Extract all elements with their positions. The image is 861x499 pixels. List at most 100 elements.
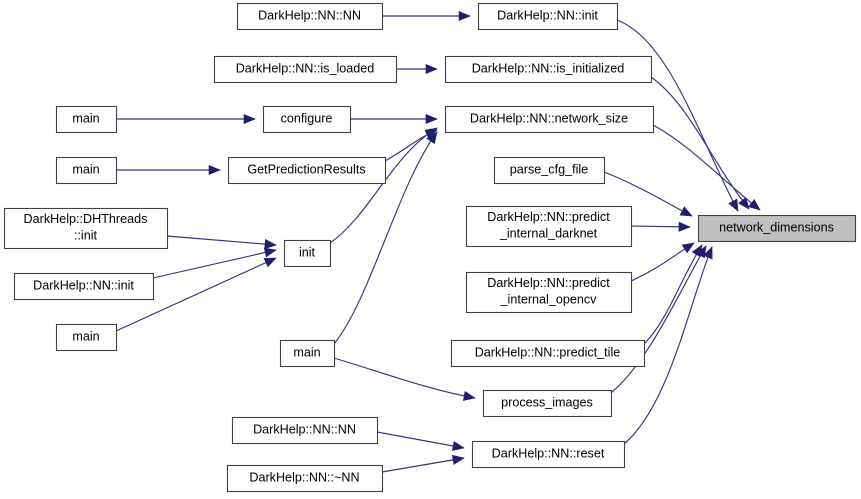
node-box[interactable] xyxy=(444,55,653,84)
node-box-focus[interactable] xyxy=(697,214,857,243)
arrowhead-icon xyxy=(458,10,471,22)
graph-node-n2[interactable]: DarkHelp::NN::is_loaded xyxy=(213,55,398,84)
edge-line xyxy=(381,457,465,473)
node-label: DarkHelp::NN::NN xyxy=(258,8,361,22)
graph-node-n20[interactable]: DarkHelp::NN::NN xyxy=(231,416,379,445)
graph-node-n10[interactable]: DarkHelp::DHThreads::init xyxy=(3,207,169,250)
graph-node-n17[interactable]: main xyxy=(279,339,336,368)
node-box[interactable] xyxy=(227,156,387,185)
node-label: main xyxy=(293,345,320,359)
node-box[interactable] xyxy=(444,105,655,134)
node-label: parse_cfg_file xyxy=(510,162,588,176)
node-box[interactable] xyxy=(471,440,626,469)
edge-n5-to-n6 xyxy=(350,113,438,125)
node-box[interactable] xyxy=(279,339,336,368)
node-label: DarkHelp::NN::is_initialized xyxy=(472,61,625,75)
arrowhead-icon xyxy=(452,454,465,465)
edge-n15-to-n13 xyxy=(630,242,695,282)
edge-n6-to-n13 xyxy=(652,124,761,211)
arrowhead-icon xyxy=(678,221,691,232)
graph-node-n8[interactable]: GetPredictionResults xyxy=(227,156,387,185)
graph-node-n16[interactable]: main xyxy=(55,323,118,352)
edge-n10-to-n11 xyxy=(166,235,277,250)
node-label: DarkHelp::NN::predict_tile xyxy=(475,345,621,359)
edge-line xyxy=(166,235,277,246)
node-box[interactable] xyxy=(13,272,155,301)
node-box[interactable] xyxy=(283,239,332,268)
edge-line xyxy=(650,76,750,210)
edge-n1-to-n13 xyxy=(616,19,739,212)
node-box[interactable] xyxy=(262,105,352,134)
node-label: ::init xyxy=(74,229,98,243)
node-label: DarkHelp::NN::~NN xyxy=(249,470,359,484)
node-label: network_dimensions xyxy=(719,220,834,234)
graph-node-n6[interactable]: DarkHelp::NN::network_size xyxy=(444,105,655,134)
edge-line xyxy=(623,246,713,445)
arrowhead-icon xyxy=(679,206,693,217)
arrowhead-icon xyxy=(738,196,750,210)
node-box[interactable] xyxy=(450,339,646,368)
graph-node-n22[interactable]: DarkHelp::NN::~NN xyxy=(226,464,384,493)
edge-n3-to-n13 xyxy=(650,76,750,210)
node-box[interactable] xyxy=(55,323,118,352)
node-label: DarkHelp::NN::init xyxy=(497,8,598,22)
graph-node-n19[interactable]: process_images xyxy=(482,389,613,418)
node-box[interactable] xyxy=(236,2,384,31)
graph-node-n5[interactable]: configure xyxy=(262,105,352,134)
graph-node-n18[interactable]: DarkHelp::NN::predict_tile xyxy=(450,339,646,368)
arrowhead-icon xyxy=(425,63,438,75)
node-box[interactable] xyxy=(231,416,379,445)
graph-node-n12[interactable]: DarkHelp::NN::predict_internal_darknet xyxy=(465,205,633,248)
node-label: DarkHelp::NN::is_loaded xyxy=(236,61,375,75)
edge-n20-to-n21 xyxy=(376,431,465,451)
graph-node-n21[interactable]: DarkHelp::NN::reset xyxy=(471,440,626,469)
edge-n9-to-n13 xyxy=(603,171,693,217)
arrowhead-icon xyxy=(208,164,221,176)
node-box[interactable] xyxy=(55,156,118,185)
edge-n22-to-n21 xyxy=(381,454,465,473)
edges-layer xyxy=(115,10,761,473)
node-box[interactable] xyxy=(226,464,384,493)
node-box[interactable] xyxy=(465,271,633,314)
graph-node-n11[interactable]: init xyxy=(283,239,332,268)
edge-n18-to-n13 xyxy=(643,244,703,345)
edge-n19-to-n13 xyxy=(610,245,707,394)
graph-node-n15[interactable]: DarkHelp::NN::predict_internal_opencv xyxy=(465,271,633,314)
graph-node-n0[interactable]: DarkHelp::NN::NN xyxy=(236,2,384,31)
node-box[interactable] xyxy=(3,207,169,250)
node-label: DarkHelp::DHThreads xyxy=(24,212,148,226)
node-label: configure xyxy=(281,111,333,125)
edge-n21-to-n13 xyxy=(623,246,713,445)
node-box[interactable] xyxy=(477,2,619,31)
edge-n16-to-n11 xyxy=(115,257,277,332)
graph-node-n13[interactable]: network_dimensions xyxy=(697,214,857,243)
node-label: init xyxy=(299,245,316,259)
arrowhead-icon xyxy=(426,131,438,145)
graph-node-n1[interactable]: DarkHelp::NN::init xyxy=(477,2,619,31)
edge-line xyxy=(333,131,438,345)
node-box[interactable] xyxy=(482,389,613,418)
node-box[interactable] xyxy=(55,105,118,134)
node-box[interactable] xyxy=(213,55,398,84)
node-label: _internal_opencv xyxy=(500,293,598,307)
graph-node-n7[interactable]: main xyxy=(55,156,118,185)
edge-line xyxy=(616,19,739,212)
graph-node-n9[interactable]: parse_cfg_file xyxy=(493,156,606,185)
node-box[interactable] xyxy=(493,156,606,185)
node-label: process_images xyxy=(501,395,593,409)
node-box[interactable] xyxy=(465,205,633,248)
arrowhead-icon xyxy=(681,242,695,254)
arrowhead-icon xyxy=(264,239,277,250)
arrowhead-icon xyxy=(263,257,277,268)
edge-line xyxy=(643,244,703,345)
edge-line xyxy=(333,357,476,399)
arrowhead-icon xyxy=(451,440,465,451)
graph-node-n14[interactable]: DarkHelp::NN::init xyxy=(13,272,155,301)
graph-node-n3[interactable]: DarkHelp::NN::is_initialized xyxy=(444,55,653,84)
edge-n0-to-n1 xyxy=(382,10,471,22)
arrowhead-icon xyxy=(728,198,739,212)
node-label: GetPredictionResults xyxy=(247,162,365,176)
graph-node-n4[interactable]: main xyxy=(55,105,118,134)
edge-line xyxy=(152,249,277,279)
